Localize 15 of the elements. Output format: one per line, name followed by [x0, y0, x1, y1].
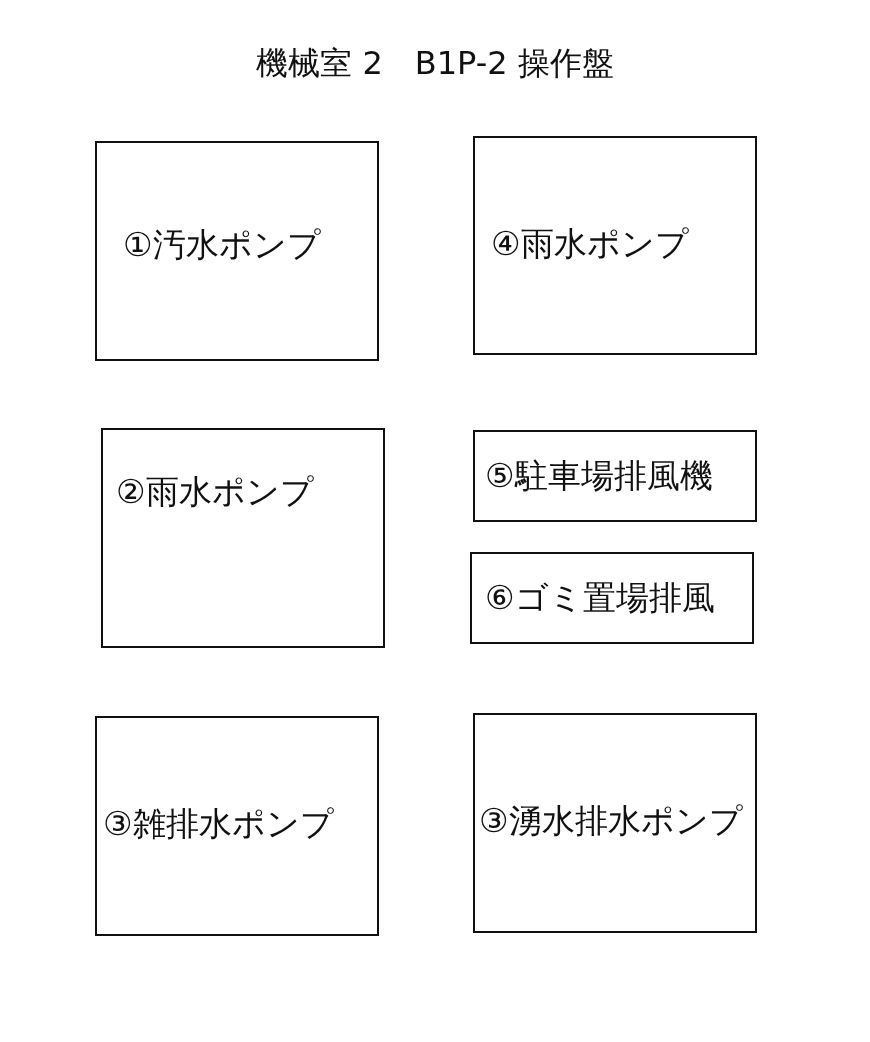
- box-label: ③雑排水ポンプ: [103, 806, 334, 843]
- box-label: ④雨水ポンプ: [491, 226, 689, 263]
- box-label: ⑥ゴミ置場排風: [485, 580, 715, 617]
- panel-box: [95, 716, 379, 936]
- box-label: ②雨水ポンプ: [116, 474, 314, 511]
- panel-box: [473, 136, 757, 355]
- panel-box: [470, 552, 754, 644]
- panel-box: [95, 141, 379, 361]
- panel-box: [101, 428, 385, 648]
- box-label: ⑤駐車場排風機: [485, 458, 713, 495]
- box-label: ③湧水排水ポンプ: [479, 803, 743, 840]
- diagram-title: 機械室 2 B1P-2 操作盤: [255, 43, 615, 84]
- panel-box: [473, 430, 757, 522]
- panel-box: [473, 713, 757, 933]
- box-label: ①汚水ポンプ: [123, 227, 321, 264]
